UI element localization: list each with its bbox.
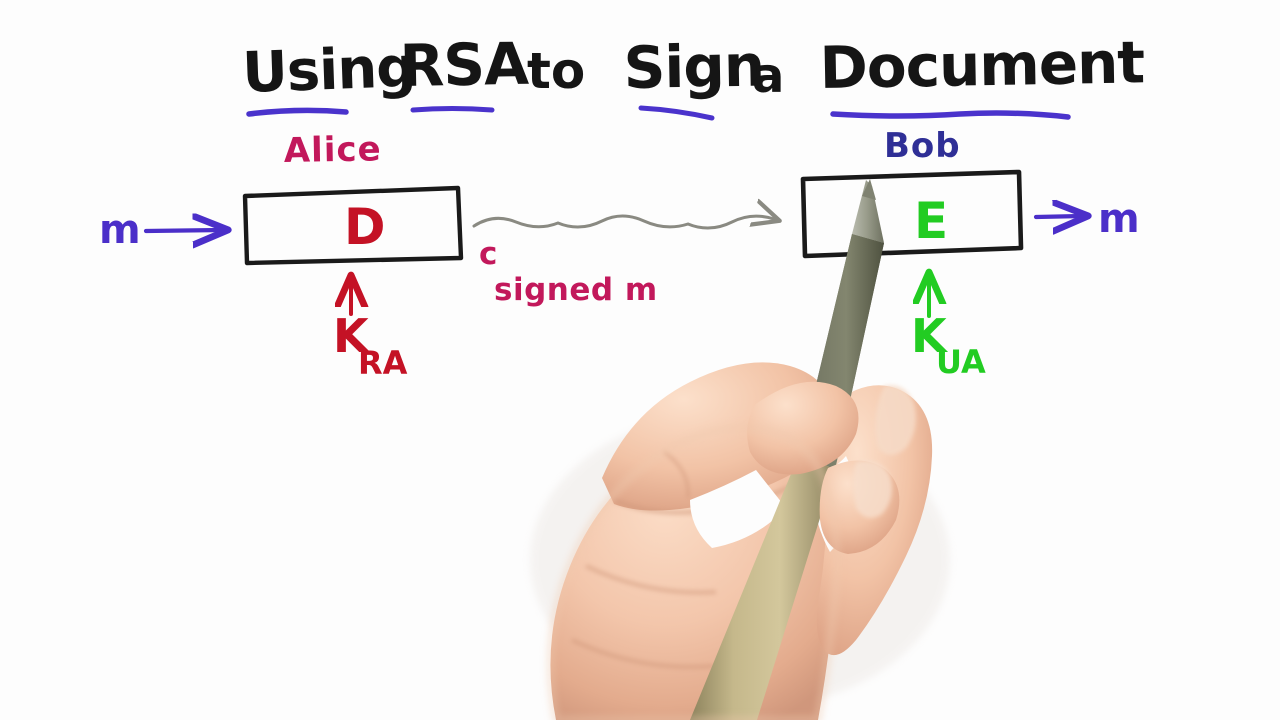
- encrypt-box-outline: [800, 169, 1024, 259]
- channel-wavy-arrow: [472, 216, 774, 230]
- ciphertext-symbol: c: [479, 236, 497, 272]
- decrypt-box-letter: D: [344, 198, 386, 256]
- underline-document: [830, 110, 1071, 120]
- bob-key-subscript: UA: [936, 343, 986, 381]
- underline-sign: [638, 105, 715, 121]
- underline-using: [246, 107, 349, 117]
- encrypt-box-letter: E: [914, 192, 948, 250]
- alice-key-subscript: RA: [358, 344, 408, 382]
- title-underlines: [246, 105, 1071, 121]
- underline-rsa: [410, 106, 495, 113]
- title-word-to: to: [527, 42, 585, 100]
- input-message-label: m: [99, 207, 141, 253]
- alice-key-base: K: [333, 309, 371, 363]
- title-word-using: Using: [241, 35, 416, 106]
- decrypt-box-outline: [242, 185, 464, 266]
- decrypt-box: D: [242, 185, 464, 266]
- title-word-document: Document: [819, 28, 1145, 102]
- page-title: Using RSA to Sign a Document: [241, 28, 1145, 121]
- bob-key-base: K: [911, 309, 949, 363]
- bob-key-label: K UA: [911, 309, 986, 381]
- input-arrow: [143, 230, 222, 231]
- title-word-rsa: RSA: [399, 30, 530, 100]
- output-arrow: [1033, 216, 1082, 217]
- alice-key-label: K RA: [333, 309, 408, 382]
- bob-label: Bob: [884, 126, 961, 166]
- output-message-label: m: [1098, 196, 1140, 242]
- encrypt-box: E: [800, 169, 1024, 259]
- title-word-sign: Sign: [623, 32, 765, 102]
- alice-label: Alice: [283, 129, 382, 171]
- ciphertext-caption: signed m: [494, 272, 658, 308]
- title-word-a: a: [752, 48, 784, 104]
